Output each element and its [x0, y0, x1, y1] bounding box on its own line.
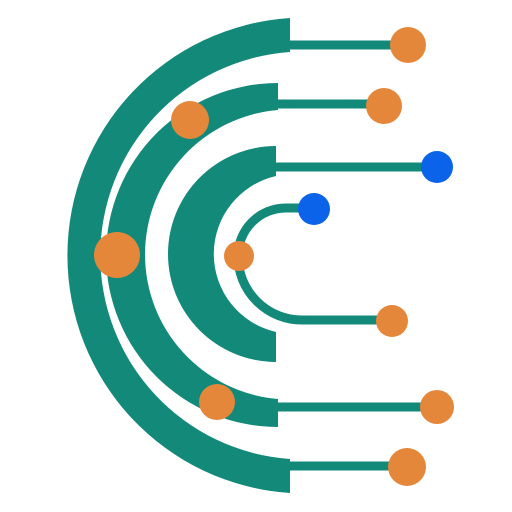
second-arc: [106, 83, 278, 427]
node-outer-left: [94, 232, 140, 278]
outer-arc: [67, 18, 291, 493]
third-arc: [168, 146, 276, 362]
node-second-arc-top: [171, 101, 209, 139]
node-bottom-right: [388, 448, 426, 486]
node-second-bottom-right: [420, 390, 454, 424]
node-second-right: [366, 88, 402, 124]
node-third-right: [421, 151, 453, 183]
node-second-arc-bottom: [199, 384, 235, 420]
node-top-right: [390, 27, 426, 63]
node-inner-right: [376, 305, 408, 337]
node-inner-left: [224, 241, 254, 271]
node-inner-top: [298, 193, 330, 225]
